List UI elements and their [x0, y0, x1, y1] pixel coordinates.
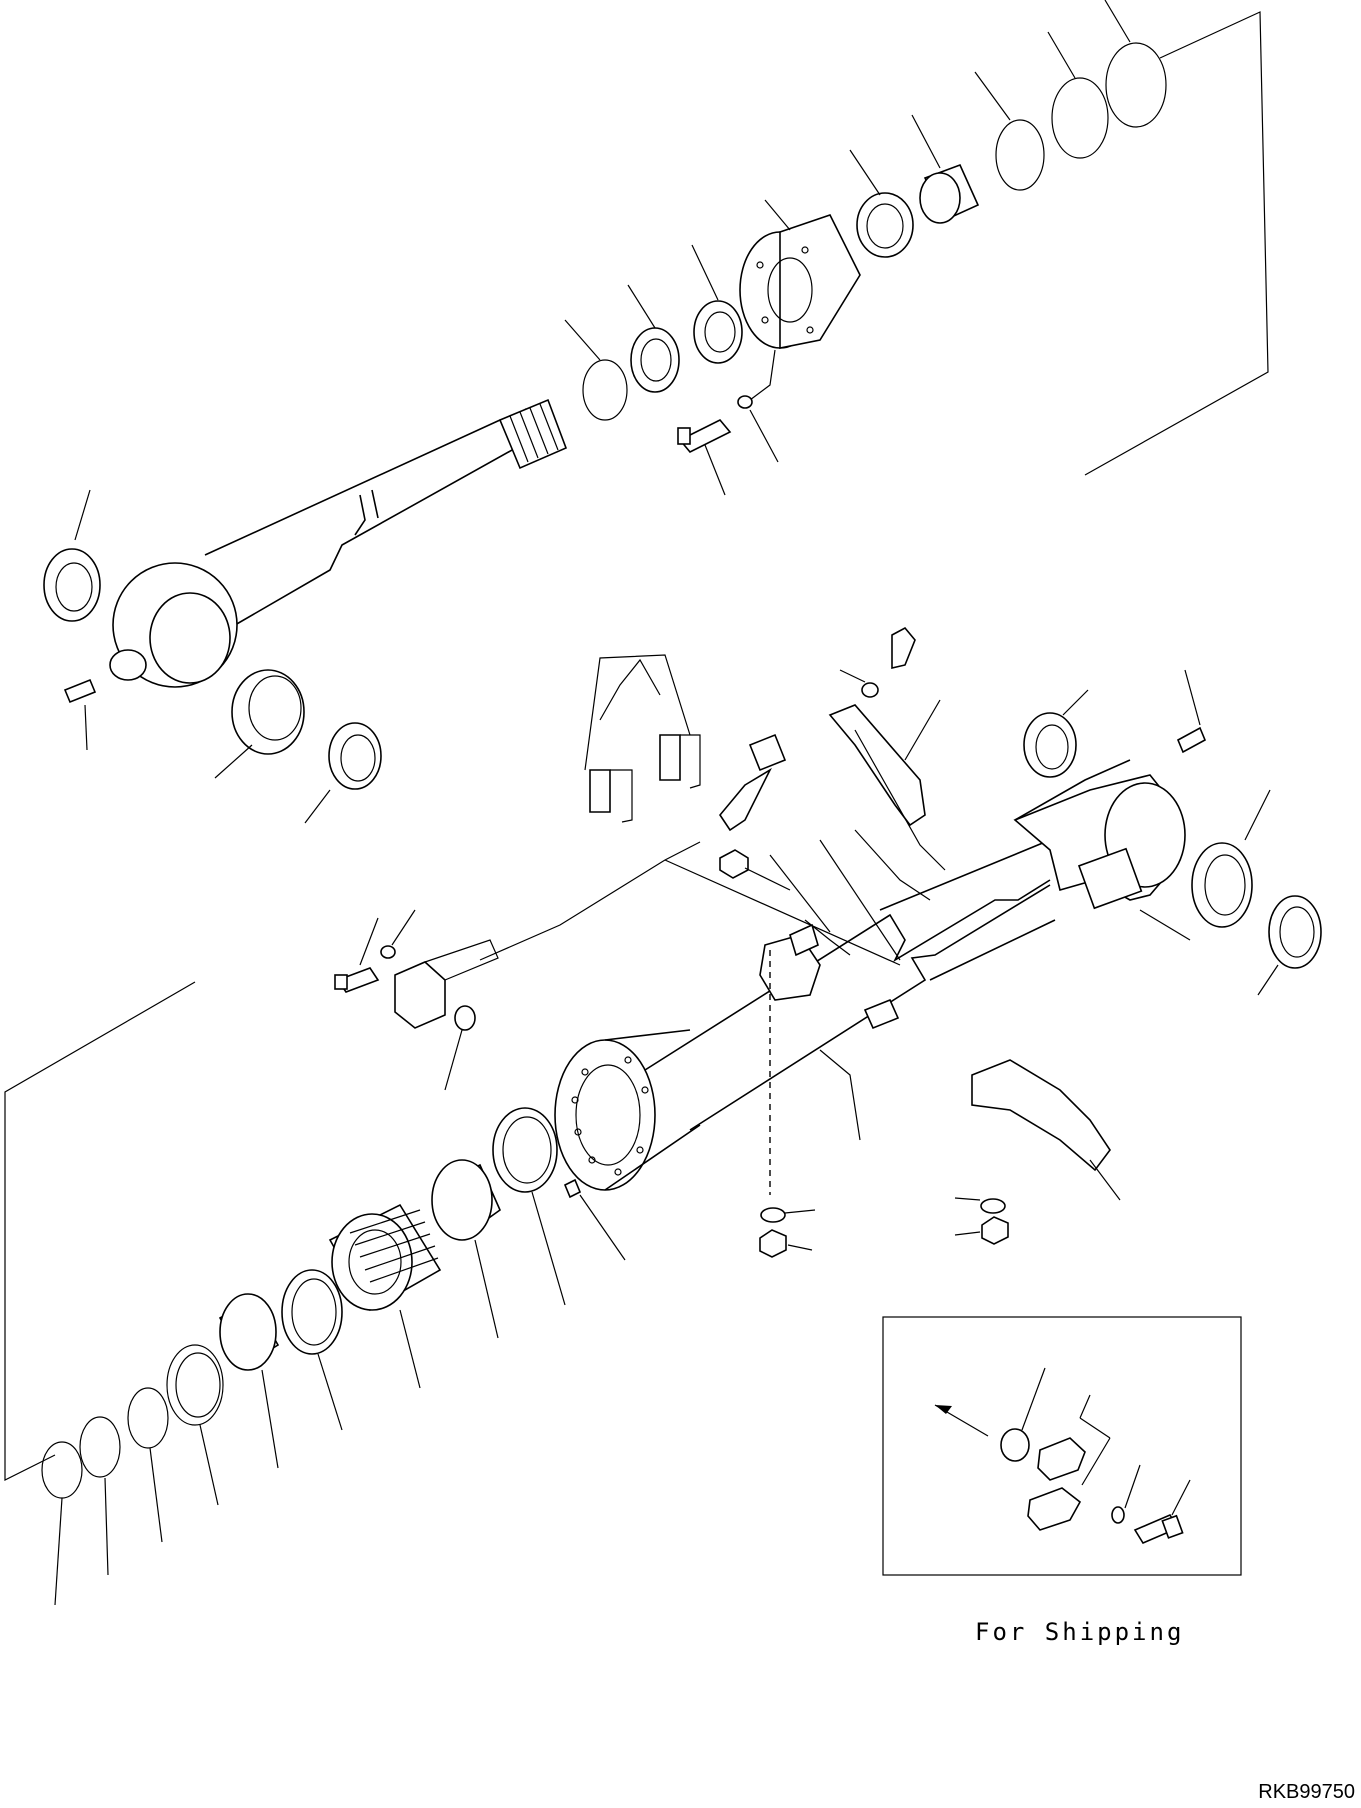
nut-right	[981, 1216, 1009, 1245]
cushion-ring	[995, 119, 1045, 191]
gland-thread-lines	[349, 1209, 439, 1283]
piston-body	[779, 214, 861, 349]
rod-thread-lines	[509, 403, 559, 463]
shipping-bolt-head	[1161, 1514, 1184, 1539]
piston-bolt	[678, 419, 732, 453]
rod-bushing	[231, 669, 305, 755]
nut-left	[759, 1229, 787, 1258]
snap-ring	[582, 359, 628, 421]
pipe-clamp-top	[828, 704, 926, 827]
hose-nut	[719, 849, 749, 879]
washer-left	[760, 1207, 786, 1223]
piston-rod	[204, 408, 531, 626]
flange-o-ring	[454, 1005, 476, 1031]
head-seal-ring-1	[281, 1269, 343, 1355]
elbow-tube	[719, 767, 772, 832]
rod-threaded-end	[498, 398, 568, 470]
shipping-inset	[882, 1316, 1242, 1576]
cylinder-tube	[644, 879, 1051, 1131]
piston-ring-1	[630, 327, 680, 393]
shipping-washer	[1111, 1506, 1125, 1524]
rod-break-mark	[354, 489, 379, 536]
drawing-number: RKB99750	[1258, 1781, 1355, 1803]
bottom-dust-seal	[1023, 712, 1077, 778]
shipping-clamp-upper	[1037, 1437, 1086, 1481]
group-bracket-left	[4, 981, 196, 1481]
pipe-clamp-lower	[971, 1059, 1111, 1172]
group-bracket-top	[1084, 11, 1269, 476]
rod-seal-ring	[328, 722, 382, 790]
piston-nut-ring	[856, 192, 914, 258]
shipping-cap	[1000, 1428, 1030, 1462]
inset-frame	[882, 1316, 1242, 1576]
bottom-grease-fitting	[1176, 726, 1207, 754]
backup-ring	[1051, 77, 1109, 159]
flange-bolt-holes	[571, 1056, 649, 1176]
elbow-fitting	[748, 733, 787, 772]
hose-flange-block	[394, 961, 446, 1029]
clamp-bolt-top	[891, 626, 916, 670]
arrow-head-icon	[935, 1405, 952, 1414]
cylinder-tube-assembly	[4, 626, 1322, 1481]
clamp-washer-top	[861, 682, 879, 698]
tube-top-edge	[1014, 759, 1131, 821]
bottom-seal-ring	[1268, 895, 1322, 969]
piston-bolt-head	[677, 427, 691, 445]
hose-2	[659, 734, 681, 781]
head-o-ring-small	[79, 1416, 121, 1478]
washer-right	[980, 1198, 1006, 1214]
rod-eye-bore	[149, 592, 231, 684]
head-backup-ring	[127, 1387, 169, 1449]
hose-lines	[479, 841, 901, 966]
head-snap-ring	[41, 1441, 83, 1499]
bottom-port-block	[1077, 847, 1143, 910]
clamp-nut-upper	[789, 923, 819, 957]
rod-eye-boss	[109, 649, 147, 681]
head-seal-ring-2	[166, 1344, 224, 1426]
piston-washer	[737, 395, 753, 409]
grease-fitting	[63, 678, 97, 704]
shipping-clamp-lower	[1027, 1487, 1082, 1531]
cylinder-head-assembly	[41, 1107, 566, 1606]
rod-dust-seal	[43, 548, 101, 622]
tube-mid	[879, 839, 1081, 981]
small-plug	[563, 1178, 582, 1199]
inset-caption: For Shipping	[975, 1618, 1185, 1646]
flange-washer	[380, 945, 396, 959]
o-ring-large	[1105, 42, 1167, 128]
piston-rod-assembly	[43, 0, 1269, 824]
hose-1	[589, 769, 611, 813]
bottom-bushing	[1191, 842, 1253, 928]
clamp-nut-lower	[863, 998, 900, 1030]
